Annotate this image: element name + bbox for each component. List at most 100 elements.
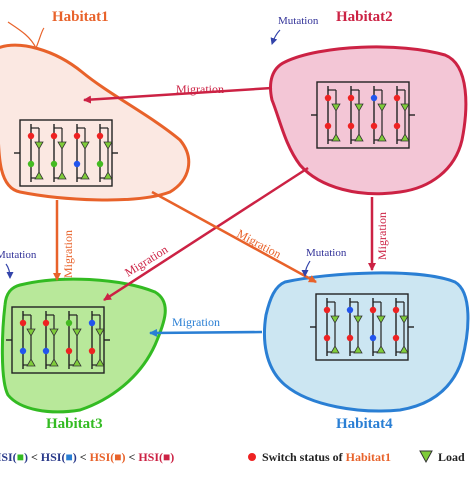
habitat3-blob [0, 277, 167, 414]
load-icon [376, 345, 386, 354]
switch-dot [392, 334, 400, 342]
habitat4-title: Habitat4 [336, 416, 393, 432]
mutation-arrow-h3 [5, 263, 14, 279]
load-icon [34, 171, 44, 180]
legend: HSI(■) < HSI(■) < HSI(■) < HSI(■) Switch… [0, 450, 465, 464]
legend-switch-dot [248, 453, 256, 461]
load-icon [399, 345, 409, 354]
load-icon [72, 328, 82, 337]
load-icon [26, 358, 36, 367]
mutation-label-h2: Mutation [278, 15, 319, 27]
migration-label-h2-h4: Migration [375, 212, 389, 260]
migration-label-h2-h1: Migration [176, 82, 224, 96]
load-icon [103, 141, 113, 150]
load-icon [57, 171, 67, 180]
switch-dot [65, 347, 73, 355]
load-icon [353, 315, 363, 324]
switch-dot [42, 319, 50, 327]
switch-dot [393, 122, 401, 130]
legend-hsi-ordering: HSI(■) < HSI(■) < HSI(■) < HSI(■) [0, 450, 174, 464]
load-icon [331, 103, 341, 112]
habitat1-switch-circuit [14, 119, 118, 187]
load-icon [80, 141, 90, 150]
migration-label-h1-h4: Migration [235, 226, 284, 261]
migration-arrow-h1-to-h4 [151, 190, 317, 284]
switch-dot [393, 94, 401, 102]
switch-dot [96, 160, 104, 168]
habitat4-switch-circuit [310, 293, 414, 361]
load-icon [80, 171, 90, 180]
load-icon [330, 315, 340, 324]
switch-dot [347, 94, 355, 102]
habitat2-switch-circuit [311, 81, 415, 149]
switch-dot [347, 122, 355, 130]
switch-dot [392, 306, 400, 314]
load-icon [354, 133, 364, 142]
switch-dot [324, 94, 332, 102]
load-icon [72, 358, 82, 367]
switch-dot [50, 132, 58, 140]
migration-arrow-h2-to-h1 [83, 86, 273, 104]
load-icon [353, 345, 363, 354]
habitat2-title: Habitat2 [336, 9, 393, 25]
load-icon [49, 328, 59, 337]
load-icon [400, 103, 410, 112]
load-icon [331, 133, 341, 142]
switch-dot [369, 306, 377, 314]
switch-dot [19, 319, 27, 327]
legend-load-label: Load [438, 450, 465, 464]
load-icon [34, 141, 44, 150]
migration-arrow-h4-to-h3 [149, 328, 263, 337]
habitat3-switch-circuit [6, 306, 110, 374]
migration-label-h1-h3: Migration [61, 230, 75, 278]
load-icon [399, 315, 409, 324]
switch-dot [27, 160, 35, 168]
switch-dot [346, 334, 354, 342]
load-icon [95, 328, 105, 337]
mutation-hook-h1 [35, 27, 45, 49]
switch-dot [323, 334, 331, 342]
load-icon [400, 133, 410, 142]
switch-dot [88, 319, 96, 327]
switch-dot [27, 132, 35, 140]
load-icon [49, 358, 59, 367]
habitat1-title: Habitat1 [52, 9, 109, 25]
switch-dot [73, 160, 81, 168]
load-icon [26, 328, 36, 337]
load-icon [376, 315, 386, 324]
load-icon [377, 133, 387, 142]
mutation-arrow-h1 [7, 21, 37, 49]
switch-dot [96, 132, 104, 140]
load-icon [354, 103, 364, 112]
switch-dot [323, 306, 331, 314]
switch-dot [370, 94, 378, 102]
legend-load-icon [419, 450, 433, 464]
switch-dot [370, 122, 378, 130]
load-icon [95, 358, 105, 367]
migration-label-h4-h3: Migration [172, 315, 220, 329]
legend-switch-status: Switch status of Habitat1 [262, 450, 391, 464]
switch-dot [65, 319, 73, 327]
switch-dot [369, 334, 377, 342]
switch-dot [346, 306, 354, 314]
habitat3-title: Habitat3 [46, 416, 103, 432]
mutation-label-h4: Mutation [306, 247, 347, 259]
migration-arrow-h2-to-h3 [103, 166, 309, 302]
switch-dot [88, 347, 96, 355]
mutation-arrow-h2 [270, 29, 281, 45]
habitat2-blob [269, 45, 468, 196]
habitat1-blob [0, 43, 191, 202]
mutation-arrow-h4 [301, 260, 311, 277]
load-icon [57, 141, 67, 150]
mutation-label-h3: Mutation [0, 249, 37, 261]
switch-dot [19, 347, 27, 355]
load-icon [330, 345, 340, 354]
switch-dot [50, 160, 58, 168]
load-icon [377, 103, 387, 112]
switch-dot [73, 132, 81, 140]
switch-dot [42, 347, 50, 355]
switch-dot [324, 122, 332, 130]
load-icon [103, 171, 113, 180]
